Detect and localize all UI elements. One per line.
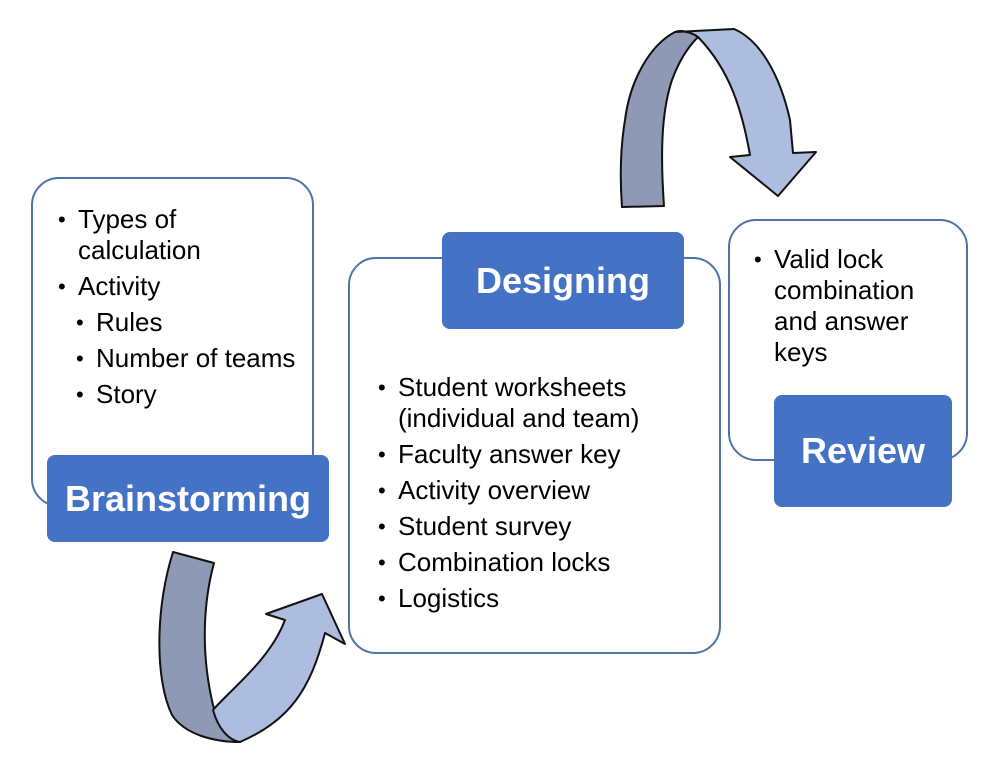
bullet-item: Faculty answer key	[378, 439, 708, 470]
bullet-subitem: Number of teams	[76, 343, 298, 374]
brainstorming-panel: Types of calculation Activity Rules Numb…	[31, 177, 314, 507]
bullet-item: Student worksheets (individual and team)	[378, 372, 708, 434]
arrow-designing-to-review	[619, 28, 817, 208]
brainstorming-bullets: Types of calculation Activity Rules Numb…	[58, 204, 298, 410]
bullet-item: Valid lock combination and answer keys	[754, 244, 954, 368]
arrow-front-band	[212, 593, 346, 743]
bullet-item: Activity	[58, 271, 298, 302]
bullet-item: Student survey	[378, 511, 708, 542]
brainstorming-label: Brainstorming	[47, 455, 329, 542]
arrow-back-band	[619, 30, 699, 208]
bullet-item: Activity overview	[378, 475, 708, 506]
review-bullets: Valid lock combination and answer keys	[754, 244, 954, 368]
bullet-item: Combination locks	[378, 547, 708, 578]
bullet-item: Logistics	[378, 583, 708, 614]
bullet-subitem: Rules	[76, 307, 298, 338]
designing-bullets: Student worksheets (individual and team)…	[378, 372, 708, 614]
designing-label: Designing	[442, 232, 684, 329]
bullet-subitem: Story	[76, 379, 298, 410]
bullet-item: Types of calculation	[58, 204, 298, 266]
arrow-brainstorming-to-designing	[158, 551, 346, 743]
review-label: Review	[774, 395, 952, 507]
arrow-front-band	[674, 28, 817, 197]
